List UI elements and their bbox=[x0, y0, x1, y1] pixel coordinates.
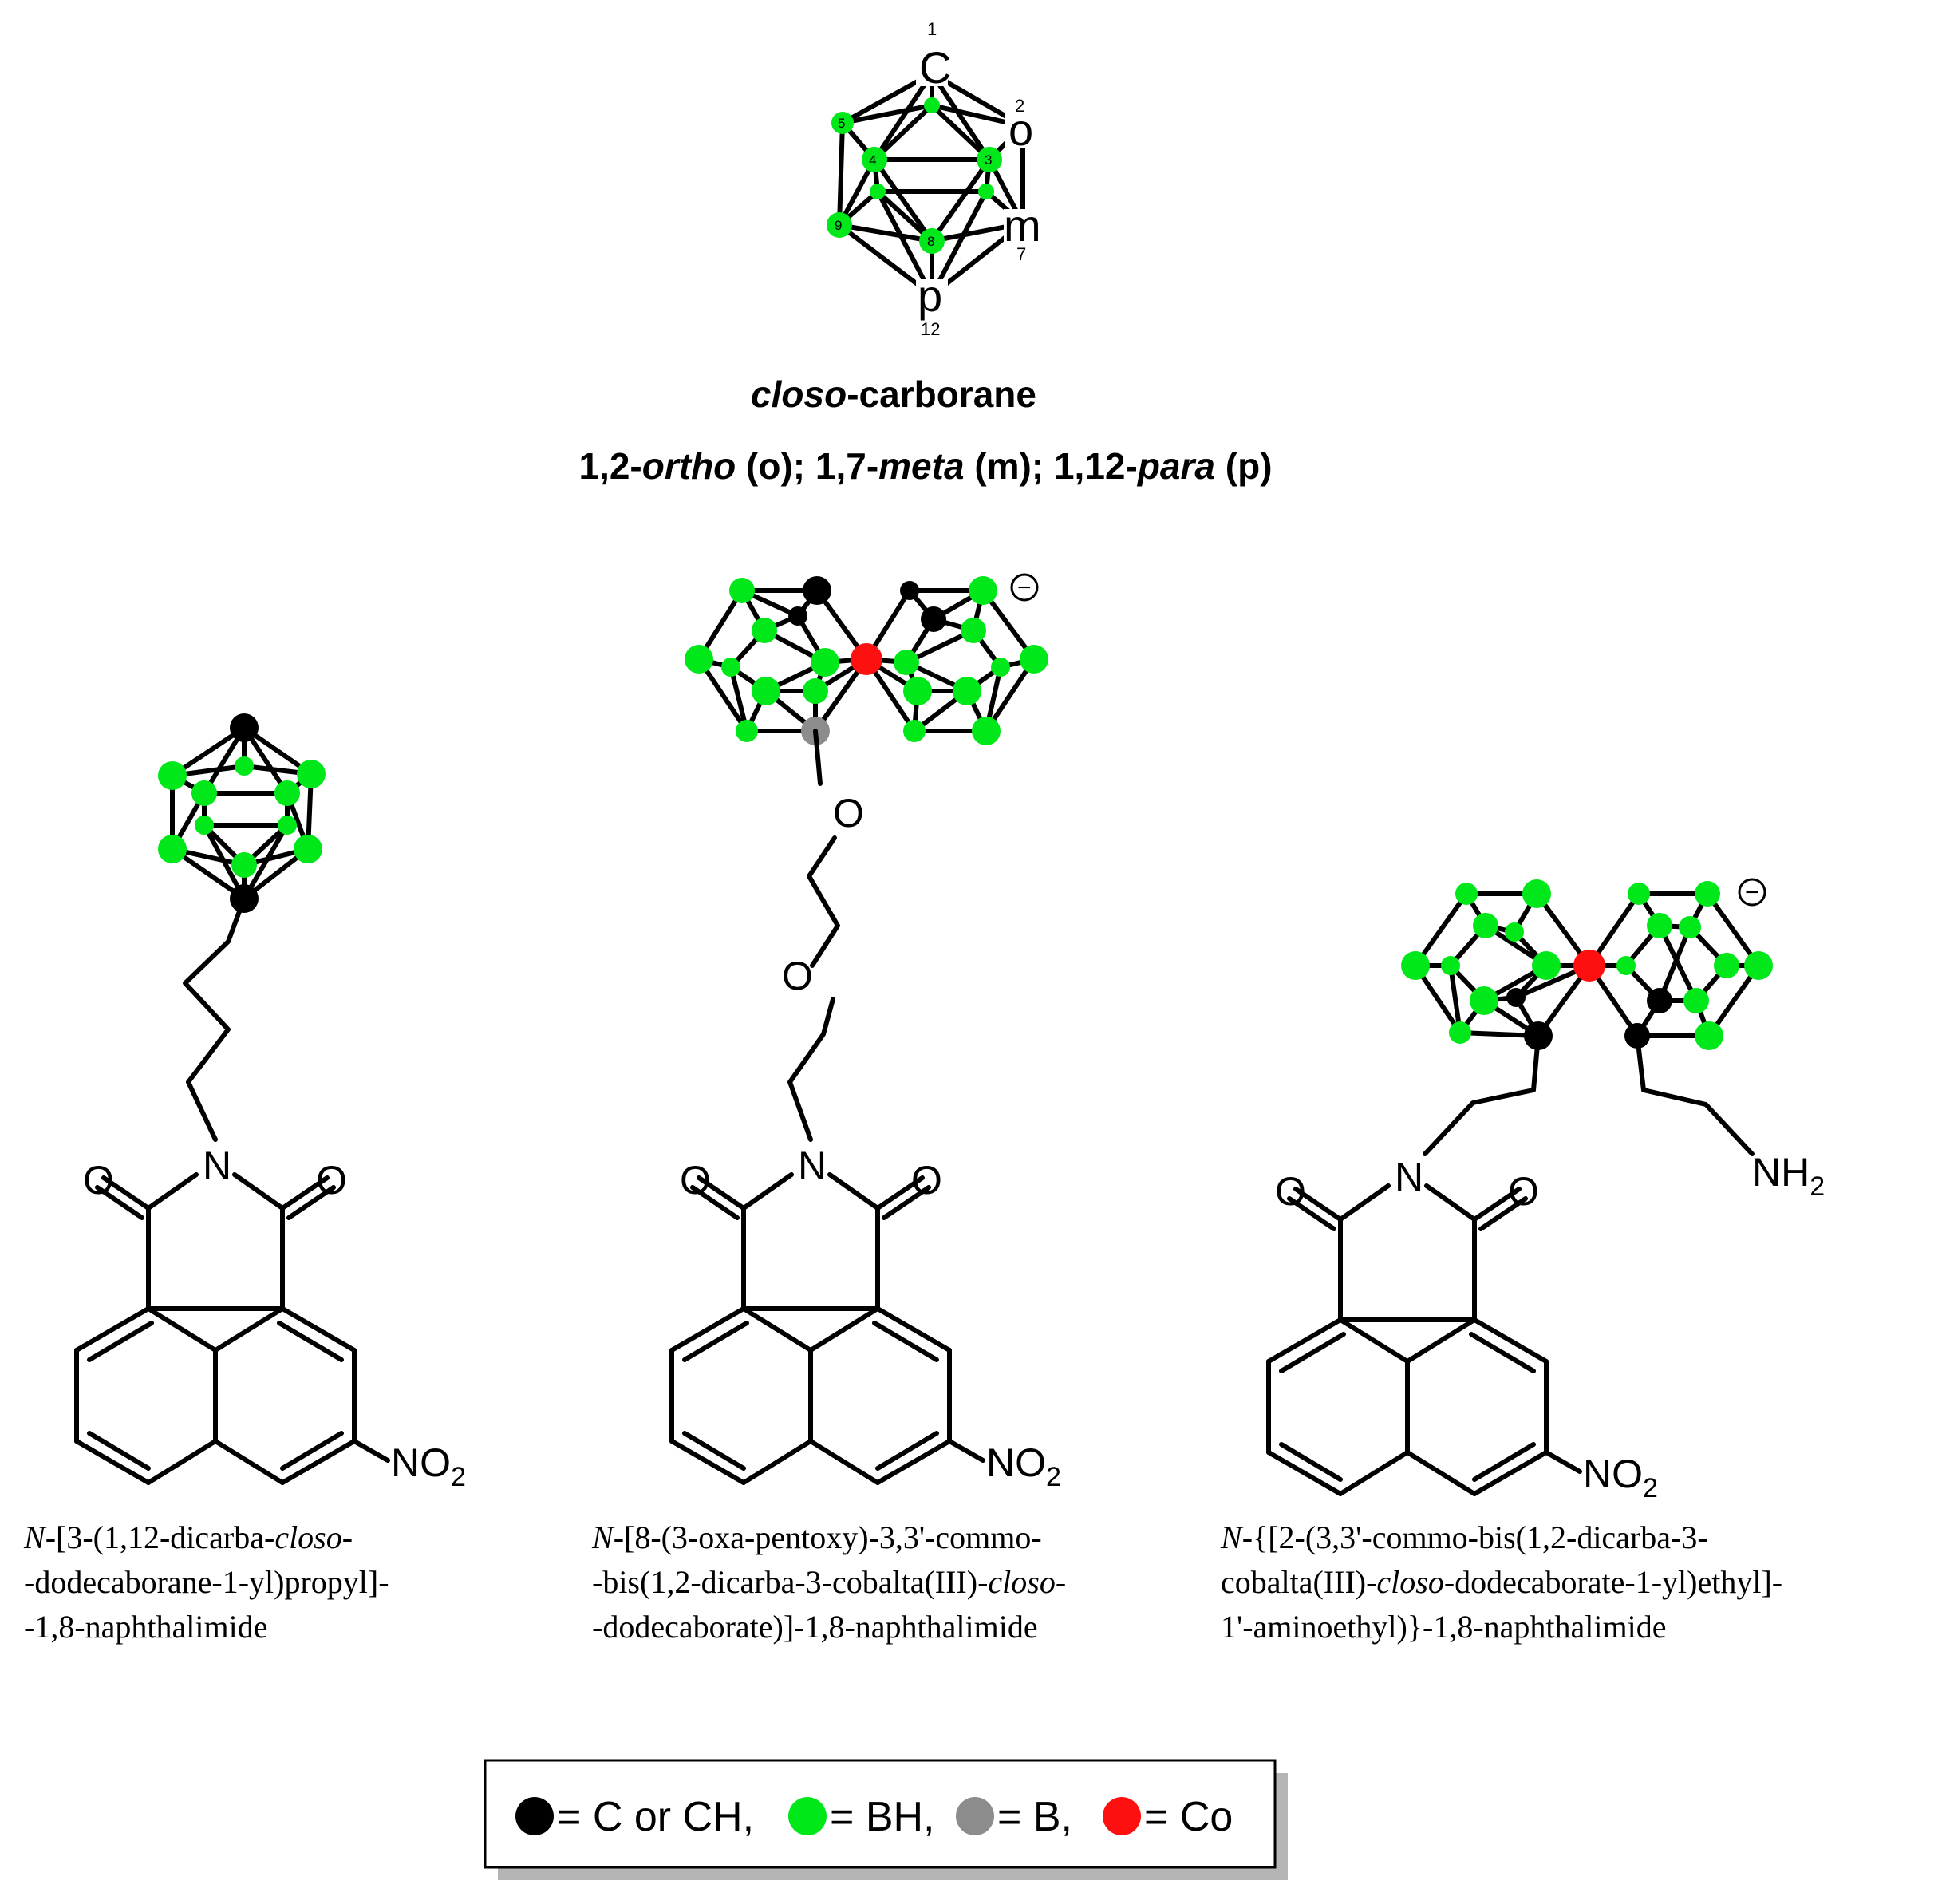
vertex-8 bbox=[919, 228, 945, 254]
icosahedral-cage-left bbox=[158, 713, 326, 913]
legend-label-carbon: = C or CH, bbox=[557, 1794, 754, 1840]
ether-chain-2 bbox=[787, 997, 835, 1142]
vertex-8-label: 8 bbox=[927, 234, 934, 249]
legend-label-bh: = BH, bbox=[830, 1794, 935, 1840]
molecule-left: N O O NO2 bbox=[77, 713, 466, 1492]
atom-o: o bbox=[1008, 105, 1033, 155]
svg-text:-1,8-naphthalimide: -1,8-naphthalimide bbox=[24, 1609, 267, 1645]
boron-vertices bbox=[827, 97, 1002, 254]
vertex-3 bbox=[977, 147, 1002, 172]
caption-right: N-{[2-(3,3'-commo-bis(1,2-dicarba-3- cob… bbox=[1220, 1519, 1782, 1645]
molecule-middle: − O O N O O NO2 bbox=[672, 573, 1061, 1492]
svg-text:N-[3-(1,12-dicarba-closo-: N-[3-(1,12-dicarba-closo- bbox=[23, 1519, 353, 1555]
atom-p: p bbox=[918, 271, 942, 321]
amine-group: NH2 bbox=[1752, 1150, 1825, 1202]
svg-text:cobalta(III)-closo-dodecaborat: cobalta(III)-closo-dodecaborate-1-yl)eth… bbox=[1221, 1564, 1782, 1600]
legend-label-boron: = B, bbox=[997, 1794, 1072, 1840]
ether-oxygen-2: O bbox=[782, 954, 813, 998]
nitro-group-middle: NO2 bbox=[986, 1440, 1061, 1492]
cobaltabisdicarbollide-cage-right: − bbox=[1401, 878, 1773, 1050]
vertex-6 bbox=[924, 97, 940, 113]
vertex-3-label: 3 bbox=[985, 152, 992, 168]
carbonyl-oxygen-right: O bbox=[316, 1158, 347, 1203]
vertex-4 bbox=[862, 147, 887, 172]
carbonyl-oxygen-left: O bbox=[83, 1158, 114, 1203]
position-2: 2 bbox=[1015, 96, 1024, 116]
vertex-10 bbox=[870, 184, 886, 199]
vertex-4-label: 4 bbox=[869, 152, 876, 168]
carbonyl-oxygen-left-middle: O bbox=[680, 1158, 711, 1203]
legend: = C or CH, = BH, = B, = Co bbox=[484, 1759, 1288, 1880]
svg-text:1'-aminoethyl)}-1,8-naphthalim: 1'-aminoethyl)}-1,8-naphthalimide bbox=[1221, 1609, 1666, 1645]
cobaltabisdicarbollide-cage-middle: − bbox=[685, 573, 1048, 745]
isomer-line: 1,2-ortho (o); 1,7-meta (m); 1,12-para (… bbox=[578, 445, 1272, 487]
carborane-title: closo-carborane bbox=[751, 373, 1036, 415]
molecule-right: − NH2 N O O NO2 bbox=[1269, 878, 1825, 1503]
position-12: 12 bbox=[921, 319, 940, 339]
ether-bond-1 bbox=[813, 729, 823, 786]
carbonyl-oxygen-left-right: O bbox=[1275, 1169, 1306, 1214]
legend-box bbox=[484, 1759, 1277, 1869]
atom-c1: C bbox=[919, 42, 951, 93]
ether-oxygen-1: O bbox=[833, 791, 864, 835]
imide-nitrogen: N bbox=[203, 1144, 231, 1188]
svg-text:-dodecaborane-1-yl)propyl]-: -dodecaborane-1-yl)propyl]- bbox=[24, 1564, 389, 1600]
closo-carborane-diagram: C o m p 1 2 7 12 5 4 3 9 8 closo-carbora… bbox=[578, 19, 1272, 487]
carbonyl-oxygen-right-right: O bbox=[1508, 1169, 1539, 1214]
position-7: 7 bbox=[1016, 244, 1026, 264]
ether-chain-1 bbox=[807, 835, 840, 968]
vertex-5-label: 5 bbox=[838, 116, 845, 131]
legend-label-cobalt: = Co bbox=[1144, 1794, 1233, 1840]
svg-text:N-{[2-(3,3'-commo-bis(1,2-dica: N-{[2-(3,3'-commo-bis(1,2-dicarba-3- bbox=[1220, 1519, 1708, 1555]
ethyl-linker-left bbox=[1423, 1033, 1541, 1156]
vertex-11 bbox=[978, 184, 994, 199]
nitro-group: NO2 bbox=[391, 1440, 466, 1492]
svg-text:-dodecaborate)]-1,8-naphthalim: -dodecaborate)]-1,8-naphthalimide bbox=[592, 1609, 1038, 1645]
charge-minus-middle: − bbox=[1017, 575, 1032, 601]
legend-swatch-boron bbox=[956, 1797, 994, 1835]
vertex-9 bbox=[827, 212, 852, 238]
svg-text:N-[8-(3-oxa-pentoxy)-3,3'-comm: N-[8-(3-oxa-pentoxy)-3,3'-commo- bbox=[591, 1519, 1042, 1555]
vertex-9-label: 9 bbox=[835, 218, 842, 233]
legend-swatch-cobalt bbox=[1103, 1797, 1141, 1835]
propyl-linker bbox=[183, 896, 247, 1142]
vertex-5 bbox=[831, 112, 854, 134]
caption-left: N-[3-(1,12-dicarba-closo- -dodecaborane-… bbox=[23, 1519, 389, 1645]
legend-swatch-carbon bbox=[515, 1797, 554, 1835]
title-italic: closo bbox=[751, 373, 847, 415]
atom-m: m bbox=[1004, 200, 1041, 251]
aminoethyl-linker bbox=[1635, 1033, 1755, 1156]
caption-middle: N-[8-(3-oxa-pentoxy)-3,3'-commo- -bis(1,… bbox=[591, 1519, 1066, 1645]
imide-nitrogen-right: N bbox=[1395, 1155, 1423, 1199]
title-rest: -carborane bbox=[847, 373, 1036, 415]
nitro-group-right: NO2 bbox=[1583, 1452, 1658, 1503]
carbonyl-oxygen-right-middle: O bbox=[911, 1158, 942, 1203]
legend-swatch-bh bbox=[788, 1797, 827, 1835]
charge-minus-right: − bbox=[1745, 879, 1759, 906]
position-1: 1 bbox=[927, 19, 937, 39]
svg-text:-bis(1,2-dicarba-3-cobalta(III: -bis(1,2-dicarba-3-cobalta(III)-closo- bbox=[592, 1564, 1066, 1600]
imide-nitrogen-middle: N bbox=[798, 1144, 827, 1188]
